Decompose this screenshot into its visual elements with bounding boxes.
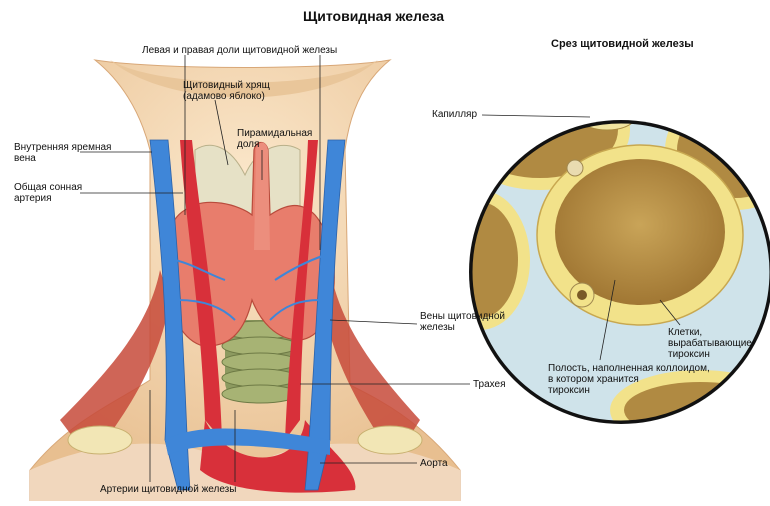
left-clavicle (67, 425, 133, 455)
label-aorta: Аорта (420, 458, 448, 469)
colloid-cavity (555, 159, 725, 305)
leader-lines (80, 55, 470, 482)
label-cavity-2: в котором хранится (548, 374, 639, 385)
trachea (221, 320, 299, 404)
label-lobes: Левая и правая доли щитовидной железы (142, 45, 338, 56)
left-muscle (60, 270, 170, 460)
brachiocephalic-vein (165, 428, 330, 455)
left-carotid-artery (180, 140, 222, 440)
page-title: Щитовидная железа (303, 8, 445, 24)
label-veins-2: железы (420, 322, 455, 333)
right-carotid-artery (285, 140, 318, 440)
label-jugular-2: вена (14, 153, 36, 164)
label-carotid-2: артерия (14, 193, 52, 204)
label-pyramidal-2: доля (237, 139, 260, 150)
left-jugular-vein (149, 139, 191, 491)
label-carotid-1: Общая сонная (14, 182, 83, 193)
label-arteries: Артерии щитовидной железы (100, 484, 237, 495)
label-trachea: Трахея (473, 379, 506, 390)
right-clavicle (357, 425, 423, 455)
label-cartilage-2: (адамово яблоко) (183, 91, 265, 102)
label-cells-1: Клетки, (668, 327, 703, 338)
label-cavity-1: Полость, наполненная коллоидом, (548, 363, 710, 374)
section-circle (469, 120, 770, 424)
right-muscle (322, 270, 420, 460)
label-jugular-1: Внутренняя яремная (14, 142, 112, 153)
jaw (110, 60, 378, 98)
thyroid-veins (174, 254, 326, 321)
right-jugular-vein (304, 139, 346, 491)
label-cartilage-1: Щитовидный хрящ (183, 80, 270, 91)
label-capillary: Капилляр (432, 109, 478, 120)
label-pyramidal-1: Пирамидальная (237, 128, 313, 139)
neck-illustration (29, 59, 461, 502)
section-title: Срез щитовидной железы (551, 38, 694, 50)
label-cavity-3: тироксин (548, 385, 590, 396)
label-cells-2: вырабатывающие (668, 338, 752, 349)
section-leader-lines (481, 114, 681, 361)
pyramidal-lobe (254, 142, 270, 250)
label-cells-3: тироксин (668, 349, 710, 360)
label-veins-1: Вены щитовидной (420, 311, 505, 322)
